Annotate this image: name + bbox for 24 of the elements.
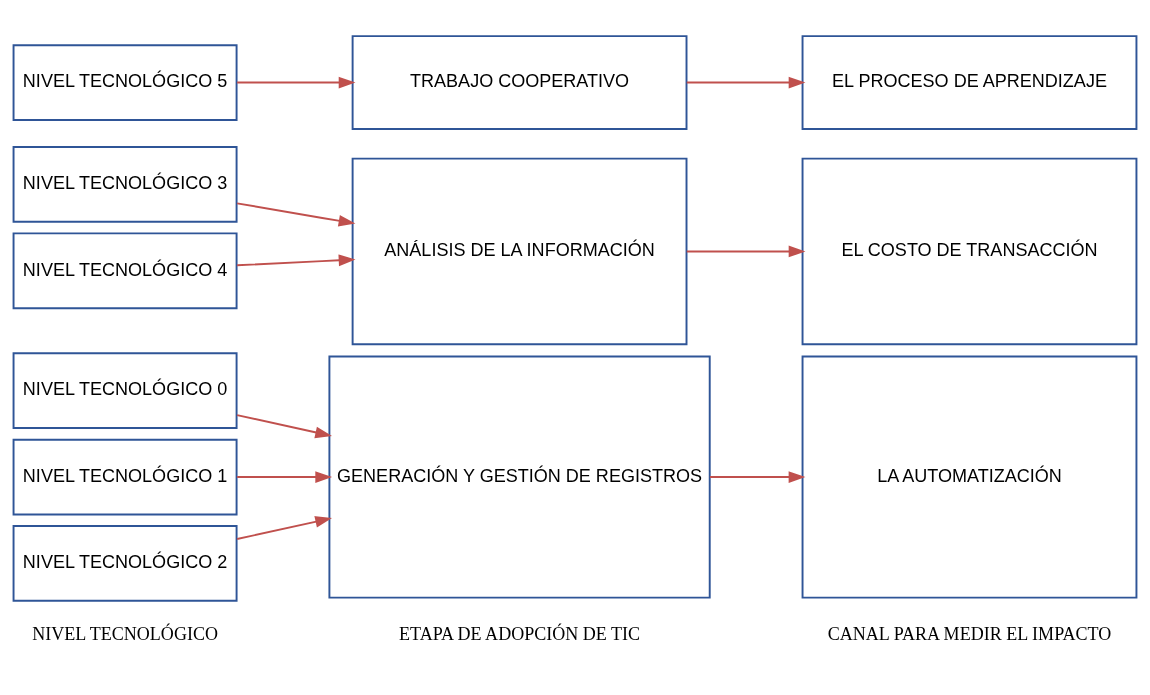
- arrow: [236, 471, 333, 483]
- node-box: NIVEL TECNOLÓGICO 3: [12, 146, 238, 223]
- label: ETAPA DE ADOPCIÓN DE TIC: [399, 624, 641, 645]
- node-box: GENERACIÓN Y GESTIÓN DE REGISTROS: [328, 355, 711, 599]
- node-box: ANÁLISIS DE LA INFORMACIÓN: [351, 157, 688, 346]
- arrow: [236, 254, 356, 267]
- arrow: [236, 516, 332, 540]
- node-box: EL COSTO DE TRANSACCIÓN: [801, 157, 1138, 346]
- arrow: [236, 202, 356, 227]
- arrow: [236, 76, 356, 89]
- arrow: [236, 414, 332, 439]
- node-box: TRABAJO COOPERATIVO: [351, 35, 688, 130]
- node-box: NIVEL TECNOLÓGICO 5: [12, 44, 238, 121]
- node-box: NIVEL TECNOLÓGICO 4: [12, 232, 238, 310]
- node-box: NIVEL TECNOLÓGICO 1: [12, 438, 238, 516]
- node-box: NIVEL TECNOLÓGICO 0: [12, 352, 238, 430]
- node-box: NIVEL TECNOLÓGICO 2: [12, 525, 238, 602]
- node-box: LA AUTOMATIZACIÓN: [801, 355, 1138, 599]
- arrow: [685, 245, 806, 258]
- arrow: [685, 76, 806, 89]
- label: NIVEL TECNOLÓGICO: [32, 624, 218, 645]
- label: CANAL PARA MEDIR EL IMPACTO: [827, 624, 1112, 645]
- arrow: [708, 471, 806, 483]
- node-box: EL PROCESO DE APRENDIZAJE: [801, 35, 1138, 130]
